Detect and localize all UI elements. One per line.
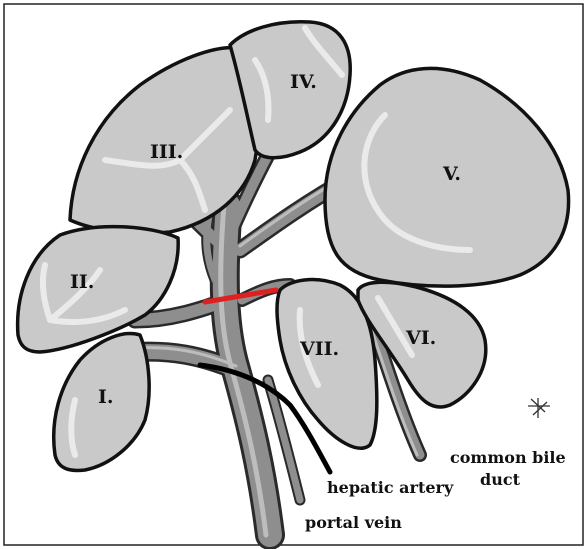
lobe-label-I: I. <box>98 386 114 408</box>
lobe-label-II: II. <box>70 271 94 293</box>
caption-hepatic-artery: hepatic artery <box>327 478 454 497</box>
lobe-label-III: III. <box>150 141 183 163</box>
lobe-label-VII: VII. <box>299 338 339 360</box>
lobe-label-IV: IV. <box>290 71 317 93</box>
lobe-label-VI: VI. <box>405 327 436 349</box>
caption-common-bile-duct-2: duct <box>480 470 521 489</box>
caption-portal-vein: portal vein <box>305 513 402 532</box>
lobe-label-V: V. <box>442 163 461 185</box>
caption-common-bile-duct-1: common bile <box>450 448 566 467</box>
